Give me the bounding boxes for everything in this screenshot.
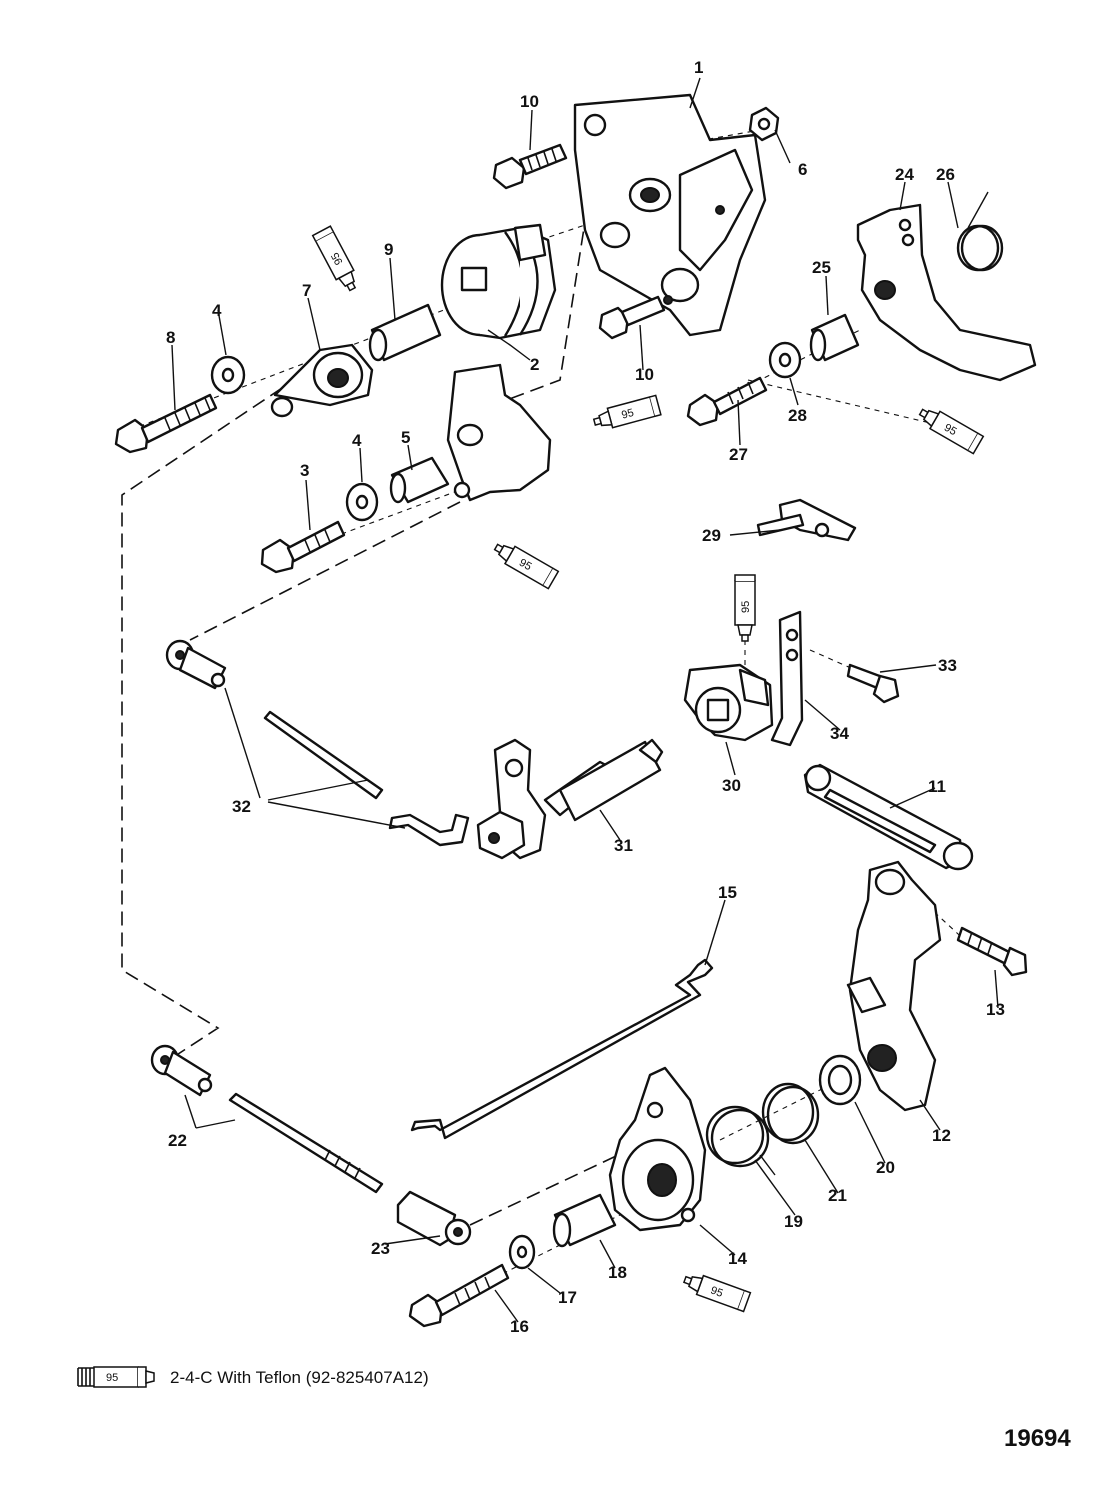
callout-6: 6 — [798, 160, 807, 179]
callout-25: 25 — [812, 258, 831, 277]
idle-cam-part — [683, 663, 774, 742]
washer-upper-part — [210, 355, 246, 395]
callout-20: 20 — [876, 1158, 895, 1177]
callout-29: 29 — [702, 526, 721, 545]
spring-lower-right-part — [761, 1082, 820, 1145]
assembly-line-lower — [469, 1139, 651, 1226]
throttle-arm-part — [446, 363, 552, 502]
sleeve-right-part — [809, 313, 860, 362]
throttle-arm-assembly-part — [476, 738, 664, 860]
cam-plate-part — [608, 1066, 707, 1232]
washer-lower-right-part — [818, 1054, 862, 1106]
callout-32: 32 — [232, 797, 251, 816]
callout-12: 12 — [932, 1126, 951, 1145]
callout-10: 10 — [520, 92, 539, 111]
callout-2: 2 — [530, 355, 539, 374]
callout-8: 8 — [166, 328, 175, 347]
screw-middle-part — [598, 295, 666, 340]
washer-bottom-part — [508, 1234, 536, 1270]
callout-3: 3 — [300, 461, 309, 480]
lubricant-tube-icon: 95 — [734, 574, 756, 642]
svg-text:95: 95 — [329, 250, 345, 266]
throttle-cam-part — [440, 223, 557, 340]
callout-labels: 1 10 6 24 26 9 7 4 8 2 10 25 28 27 3 4 5… — [166, 58, 1005, 1336]
callout-22: 22 — [168, 1131, 187, 1150]
callout-1: 1 — [694, 58, 703, 77]
callout-27: 27 — [729, 445, 748, 464]
nut-part — [748, 106, 780, 142]
spring-lower-left-part — [705, 1105, 776, 1176]
spring-upper-part — [956, 191, 1004, 272]
bolt-bottom-part — [408, 1263, 510, 1328]
callout-14: 14 — [728, 1249, 747, 1268]
washer-lower-part — [345, 482, 379, 522]
callout-23: 23 — [371, 1239, 390, 1258]
assembly-line-left — [121, 387, 283, 1059]
sleeve-lower-right-part — [552, 1193, 617, 1248]
shift-lever-part — [856, 203, 1037, 382]
link-bar-part — [803, 763, 974, 871]
bracket-part — [270, 343, 374, 418]
leader-lines — [171, 77, 999, 1323]
callout-24: 24 — [895, 165, 914, 184]
callout-5: 5 — [401, 428, 410, 447]
callout-11: 11 — [928, 777, 946, 796]
callout-16: 16 — [510, 1317, 529, 1336]
callout-13: 13 — [986, 1000, 1005, 1019]
link-rod-lower-part — [150, 1044, 384, 1194]
svg-text:95: 95 — [709, 1284, 725, 1299]
screw-right-part — [846, 663, 900, 704]
callout-9: 9 — [384, 240, 393, 259]
screw-upper-part — [492, 143, 568, 190]
lubricant-tube-icon: 95 — [591, 394, 662, 433]
callout-21: 21 — [828, 1186, 847, 1205]
callout-34: 34 — [830, 724, 849, 743]
clip-part — [756, 498, 857, 542]
callout-4: 4 — [352, 431, 362, 450]
lubricant-tube-icon: 95 — [680, 1269, 752, 1313]
screw-lower-right-part — [956, 926, 1028, 977]
rod-part — [410, 958, 714, 1140]
connector-part — [396, 1190, 472, 1247]
sleeve-lower-part — [389, 456, 450, 504]
mounting-plate-part — [573, 93, 767, 337]
callout-15: 15 — [718, 883, 737, 902]
lubricant-tube-icon: 95 — [311, 225, 363, 295]
svg-text:95: 95 — [517, 557, 534, 574]
bolt-right-part — [686, 376, 768, 427]
legend-lubricant-tube-icon: 95 — [77, 1366, 155, 1388]
callout-28: 28 — [788, 406, 807, 425]
assembly-line-arm-to-link — [189, 501, 461, 641]
callout-4: 4 — [212, 301, 222, 320]
svg-text:95: 95 — [740, 601, 752, 613]
figure-number: 19694 — [1004, 1425, 1071, 1452]
svg-text:95: 95 — [106, 1372, 118, 1384]
assembly-line-upper — [479, 189, 591, 411]
callout-30: 30 — [722, 776, 741, 795]
lubricant-tube-icon: 95 — [490, 537, 560, 590]
lever-arm-part — [846, 860, 942, 1112]
bolt-upper-part — [114, 393, 218, 454]
link-rod-upper-part — [165, 639, 470, 847]
sleeve-upper-part — [368, 303, 442, 362]
callout-19: 19 — [784, 1212, 803, 1231]
callout-10: 10 — [635, 365, 654, 384]
callout-26: 26 — [936, 165, 955, 184]
callout-31: 31 — [614, 836, 633, 855]
callout-17: 17 — [558, 1288, 577, 1307]
svg-text:95: 95 — [620, 407, 635, 422]
washer-right-part — [768, 341, 802, 379]
callout-7: 7 — [302, 281, 311, 300]
legend: 95 2-4-C With Teflon (92-825407A12) — [77, 1366, 429, 1388]
strip-bracket-part — [770, 610, 804, 747]
callout-33: 33 — [938, 656, 957, 675]
bolt-lower-part — [260, 520, 346, 574]
legend-text: 2-4-C With Teflon (92-825407A12) — [170, 1368, 429, 1387]
svg-text:95: 95 — [942, 422, 959, 439]
lubricant-tube-icon: 95 — [915, 402, 985, 455]
callout-18: 18 — [608, 1263, 627, 1282]
